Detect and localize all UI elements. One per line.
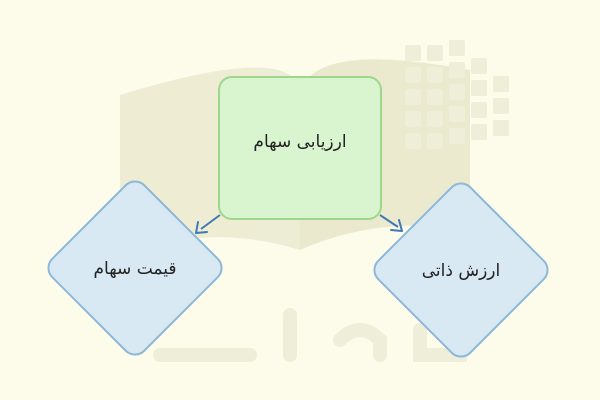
arrowhead-right-icon xyxy=(390,219,403,232)
arrowhead-left-icon xyxy=(195,221,208,234)
node-stock-price-label: قیمت سهام xyxy=(93,259,177,279)
edge-root-to-intrinsic-value xyxy=(379,214,399,228)
node-stock-valuation xyxy=(218,76,382,220)
edge-root-to-stock-price xyxy=(200,214,221,230)
node-intrinsic-value-label: ارزش ذاتی xyxy=(421,261,501,281)
node-stock-valuation-label: ارزیابی سهام xyxy=(253,132,347,152)
